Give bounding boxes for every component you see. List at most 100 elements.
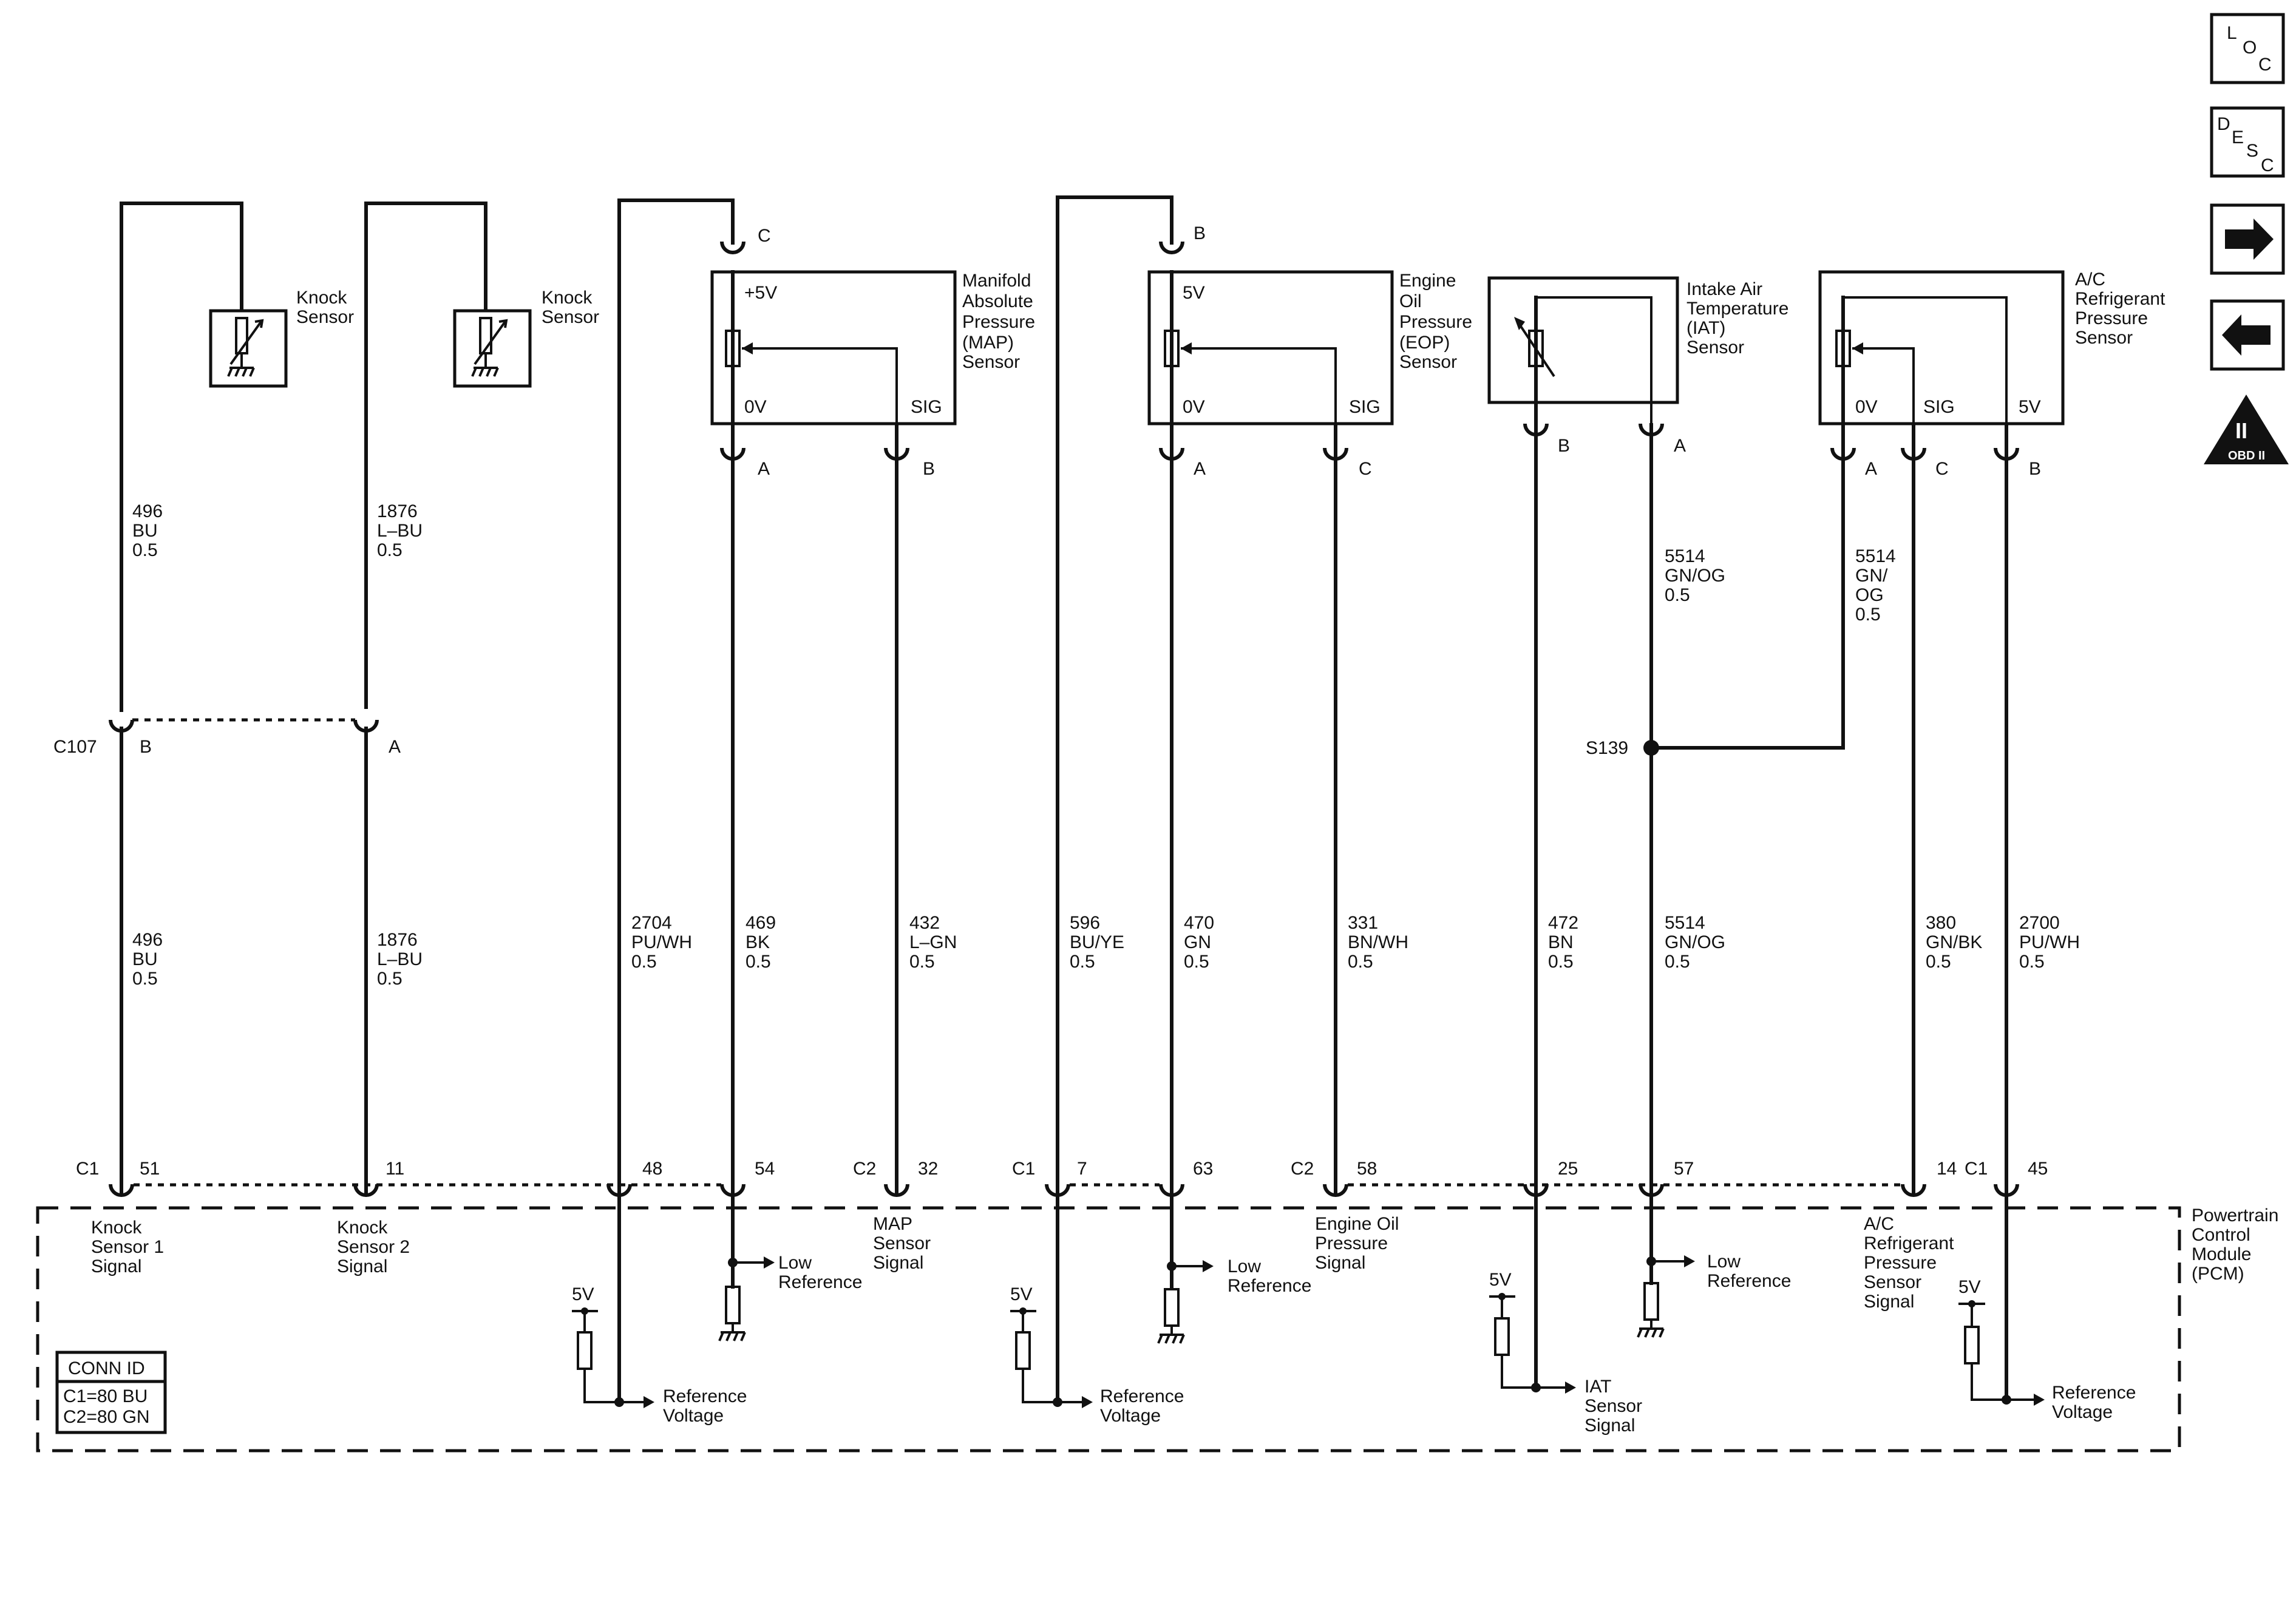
svg-text:(EOP): (EOP) xyxy=(1399,333,1450,353)
pcm-connector-row: C1 51 11 48 54 C2 32 C1 7 63 C2 58 25 57… xyxy=(76,1159,2048,1195)
loc-button[interactable]: L O C xyxy=(2210,13,2285,84)
svg-text:BU/YE: BU/YE xyxy=(1070,932,1124,952)
resistor-icon xyxy=(1494,1317,1510,1356)
svg-text:SIG: SIG xyxy=(1923,397,1955,417)
svg-text:58: 58 xyxy=(1357,1159,1377,1179)
svg-text:472: 472 xyxy=(1548,913,1578,933)
svg-text:Knock: Knock xyxy=(542,288,593,308)
svg-text:Signal: Signal xyxy=(1584,1415,1635,1436)
svg-text:Module: Module xyxy=(2192,1244,2251,1264)
svg-text:C: C xyxy=(758,226,771,246)
map-sensor: +5V 0V SIG C Manifold Absolute Pressure … xyxy=(617,198,1035,1195)
svg-text:Signal: Signal xyxy=(337,1256,387,1276)
svg-text:II: II xyxy=(2235,418,2247,443)
svg-text:C: C xyxy=(2261,155,2274,175)
svg-text:5V: 5V xyxy=(1183,283,1205,303)
svg-text:C1=80 BU: C1=80 BU xyxy=(63,1386,148,1406)
svg-text:BN/WH: BN/WH xyxy=(1348,932,1408,952)
arrow-right-icon xyxy=(2225,219,2274,260)
svg-text:0.5: 0.5 xyxy=(377,969,402,989)
svg-text:Reference: Reference xyxy=(1228,1276,1311,1296)
svg-text:0.5: 0.5 xyxy=(909,952,935,972)
svg-text:5514: 5514 xyxy=(1665,546,1705,566)
svg-text:0.5: 0.5 xyxy=(2019,952,2045,972)
svg-text:Pressure: Pressure xyxy=(962,312,1035,332)
svg-text:5V: 5V xyxy=(572,1284,594,1304)
svg-text:Sensor: Sensor xyxy=(1399,352,1457,372)
svg-text:A/C: A/C xyxy=(1864,1214,1894,1234)
svg-text:Reference: Reference xyxy=(778,1272,862,1292)
svg-text:C2=80 GN: C2=80 GN xyxy=(63,1407,150,1427)
svg-text:5V: 5V xyxy=(1010,1284,1033,1304)
svg-text:Sensor: Sensor xyxy=(2075,328,2133,348)
resistor-icon xyxy=(1835,330,1851,367)
knock-sensor-1: Knock Sensor xyxy=(120,202,354,709)
svg-text:PU/WH: PU/WH xyxy=(2019,932,2080,952)
svg-text:Sensor: Sensor xyxy=(1864,1272,1921,1292)
svg-text:S139: S139 xyxy=(1586,738,1628,758)
svg-text:0V: 0V xyxy=(744,397,767,417)
svg-text:14: 14 xyxy=(1937,1159,1957,1179)
svg-text:0.5: 0.5 xyxy=(631,952,657,972)
svg-text:Knock: Knock xyxy=(91,1218,142,1238)
svg-text:Signal: Signal xyxy=(1315,1253,1365,1273)
svg-text:C: C xyxy=(1935,459,1949,479)
svg-text:L–BU: L–BU xyxy=(377,521,423,541)
svg-text:5514: 5514 xyxy=(1665,913,1705,933)
resistor-icon xyxy=(725,1286,741,1324)
svg-text:0.5: 0.5 xyxy=(1184,952,1209,972)
svg-text:5V: 5V xyxy=(1489,1270,1512,1290)
svg-text:GN: GN xyxy=(1184,932,1211,952)
svg-text:BU: BU xyxy=(132,949,158,969)
svg-text:48: 48 xyxy=(642,1159,662,1179)
svg-text:C: C xyxy=(1359,459,1372,479)
svg-text:Sensor: Sensor xyxy=(542,307,599,327)
svg-text:7: 7 xyxy=(1077,1159,1087,1179)
svg-text:CONN ID: CONN ID xyxy=(68,1358,145,1378)
svg-text:Low: Low xyxy=(778,1253,812,1273)
svg-text:C: C xyxy=(2258,55,2272,75)
connector-c107: C107 B A xyxy=(53,705,401,1195)
svg-text:IAT: IAT xyxy=(1584,1377,1611,1397)
svg-text:0V: 0V xyxy=(1183,397,1205,417)
svg-text:OG: OG xyxy=(1855,585,1884,605)
iat-sensor: Intake Air Temperature (IAT) Sensor B A xyxy=(1487,276,1788,1195)
svg-text:Intake Air: Intake Air xyxy=(1686,279,1762,299)
desc-button[interactable]: D E S C xyxy=(2210,106,2285,178)
svg-text:Sensor: Sensor xyxy=(1584,1396,1642,1416)
svg-text:0.5: 0.5 xyxy=(1070,952,1095,972)
svg-text:BN: BN xyxy=(1548,932,1574,952)
svg-text:Reference: Reference xyxy=(663,1386,747,1406)
svg-text:L: L xyxy=(2227,23,2237,43)
ground-icon xyxy=(718,1323,746,1341)
svg-text:(IAT): (IAT) xyxy=(1686,318,1725,338)
svg-text:Pressure: Pressure xyxy=(2075,308,2148,328)
svg-text:Knock: Knock xyxy=(337,1218,388,1238)
back-arrow-button[interactable] xyxy=(2210,299,2285,371)
svg-text:B: B xyxy=(2029,459,2041,479)
resistor-icon xyxy=(1164,1288,1180,1327)
svg-text:Refrigerant: Refrigerant xyxy=(2075,289,2165,309)
svg-text:Oil: Oil xyxy=(1399,291,1422,311)
resistor-icon xyxy=(1015,1331,1031,1370)
svg-text:Low: Low xyxy=(1707,1252,1741,1272)
svg-text:45: 45 xyxy=(2028,1159,2048,1179)
svg-text:MAP: MAP xyxy=(873,1214,912,1234)
svg-text:B: B xyxy=(923,459,935,479)
svg-text:Engine: Engine xyxy=(1399,271,1456,291)
svg-text:A: A xyxy=(1674,436,1686,456)
svg-text:2704: 2704 xyxy=(631,913,672,933)
eop-sensor: 5V 0V SIG B Engine Oil Pressure (EOP) Se… xyxy=(1056,195,1472,1195)
obd-ii-badge[interactable]: II OBD II xyxy=(2204,395,2289,464)
svg-text:C1: C1 xyxy=(1965,1159,1988,1179)
next-arrow-button[interactable] xyxy=(2210,203,2285,275)
ac-pressure-sensor: 0V SIG 5V A/C Refrigerant Pressure Senso… xyxy=(1649,270,2165,1195)
svg-text:E: E xyxy=(2232,127,2244,147)
svg-text:Sensor: Sensor xyxy=(1686,337,1744,358)
svg-text:S: S xyxy=(2246,141,2258,161)
svg-text:C1: C1 xyxy=(76,1159,99,1179)
splice-s139: S139 xyxy=(1586,738,1659,758)
svg-text:Temperature: Temperature xyxy=(1686,299,1788,319)
ground-icon xyxy=(1637,1320,1665,1338)
